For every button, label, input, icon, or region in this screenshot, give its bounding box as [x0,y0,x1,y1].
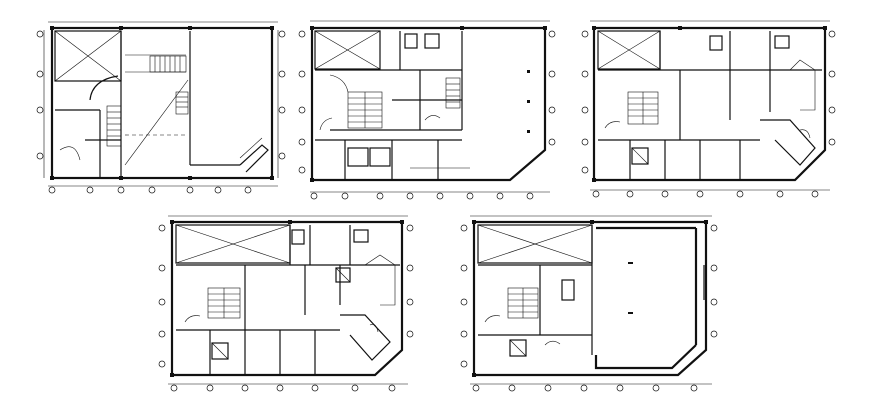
floor-plan-2 [298,20,556,200]
floor-plan-1 [36,21,286,194]
floor-plan-5 [460,215,718,392]
floor-plan-4 [158,215,414,392]
floor-plan-3 [581,20,836,198]
